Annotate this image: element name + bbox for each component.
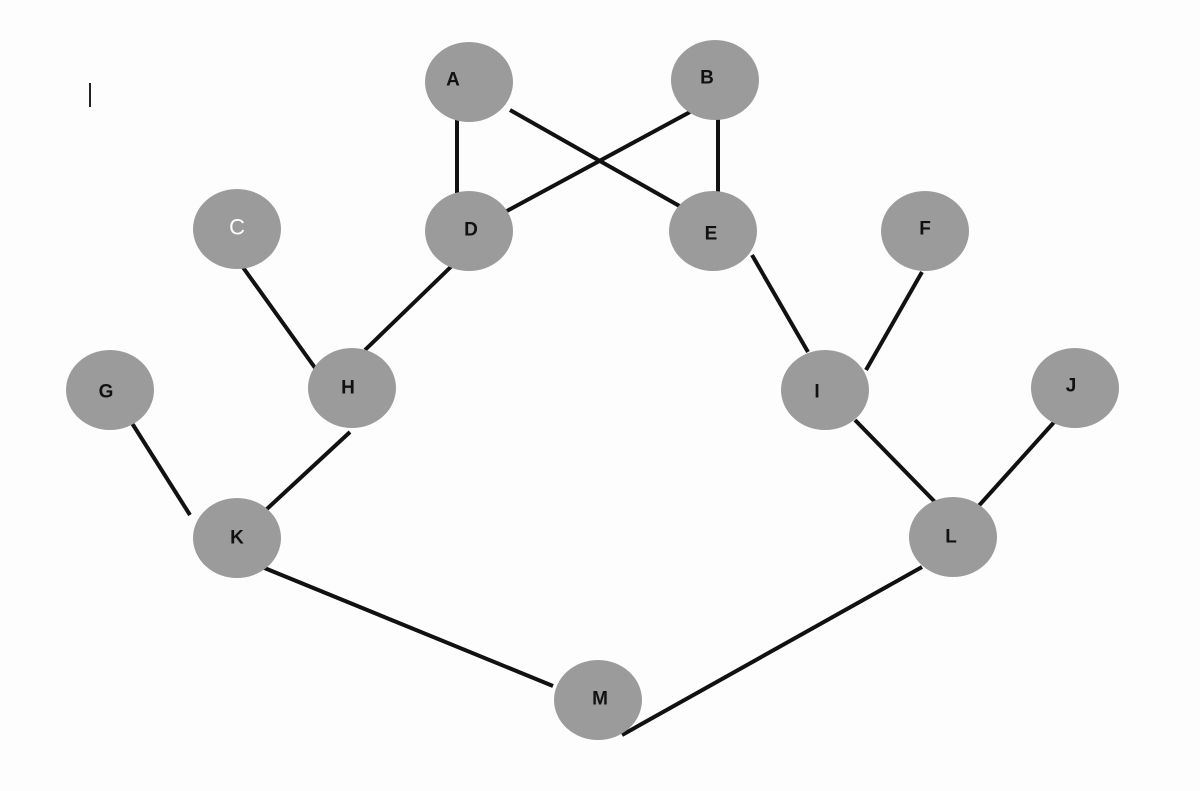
node-label: B [700,68,714,89]
node-c: C [193,189,281,269]
nodes: A B C D E F G H I J K L M [66,40,1119,740]
node-l: L [909,497,997,577]
edge-i-l [853,418,937,504]
edge-b-d [504,110,691,214]
edge-h-k [253,430,352,522]
edge-k-m [261,565,554,688]
node-label: L [945,527,957,548]
edge-j-l [973,408,1067,512]
node-f: F [881,191,969,271]
node-label: H [341,378,355,399]
edge-g-k [128,418,192,517]
node-k: K [193,498,281,578]
node-label: J [1066,376,1077,397]
node-label: C [229,215,245,240]
edge-c-h [240,264,320,374]
node-label: G [99,382,114,403]
node-label: F [919,219,931,240]
edge-f-i [864,271,924,371]
node-m: M [554,660,642,740]
edge-l-m [621,565,923,737]
node-h: H [308,348,396,428]
node-label: A [446,70,460,91]
node-j: J [1031,348,1119,428]
node-label: D [464,220,478,241]
node-label: E [705,224,718,245]
edge-e-i [750,254,810,353]
node-label: M [592,689,608,710]
node-e: E [669,191,757,271]
node-label: K [230,528,244,549]
node-d: D [425,191,513,271]
node-label: I [814,382,819,403]
node-g: G [66,350,154,430]
edge-d-h [363,256,462,352]
node-i: I [781,350,869,430]
node-a: A [425,42,513,122]
node-b: B [671,40,759,120]
edges [128,108,1067,737]
